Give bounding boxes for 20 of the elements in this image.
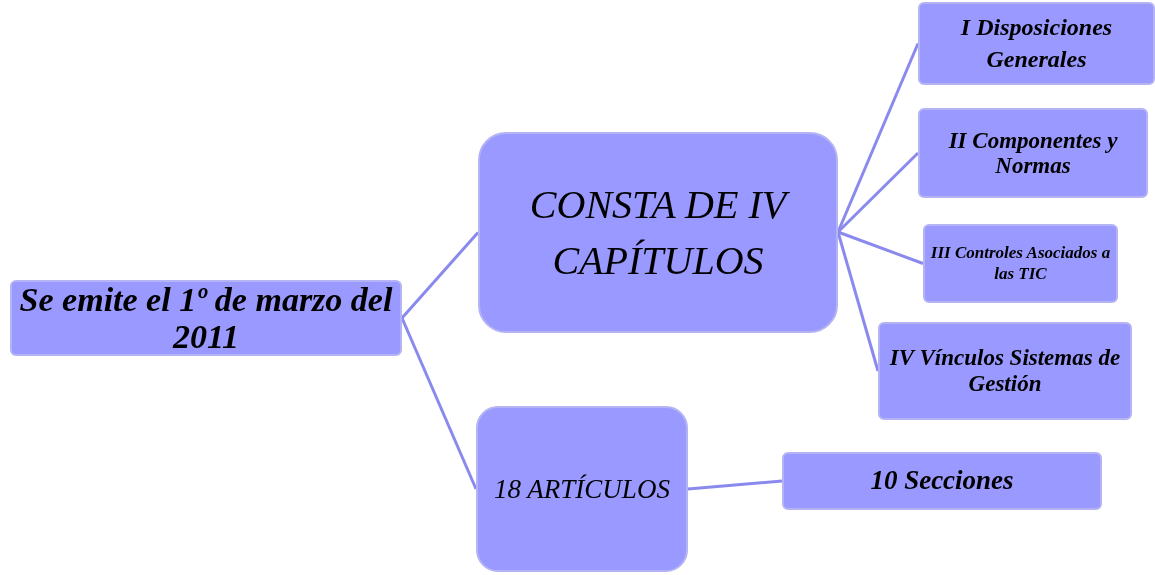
connector-line — [400, 317, 478, 490]
box-text: II Componentes y Normas — [947, 127, 1119, 179]
box-text: III Controles Asociados a las TIC — [929, 243, 1112, 284]
connector-line — [687, 479, 783, 491]
connector-line — [400, 231, 480, 319]
text-box — [918, 108, 1148, 198]
box-text: 18 ARTÍCULOS — [494, 472, 670, 506]
box-text: I Disposiciones Generales — [959, 13, 1114, 74]
text-box — [878, 322, 1132, 420]
text-box — [918, 2, 1155, 85]
text-box — [478, 132, 838, 333]
text-box — [782, 452, 1102, 510]
box-text: IV Vínculos Sistemas de Gestión — [888, 344, 1122, 398]
text-box — [923, 224, 1118, 303]
connector-line — [836, 231, 880, 372]
connector-line — [837, 230, 924, 265]
box-text: Se emite el 1º de marzo del 2011 — [18, 280, 394, 356]
box-text: CONSTA DE IV CAPÍTULOS — [484, 176, 832, 289]
text-box — [476, 406, 688, 572]
box-text: 10 Secciones — [870, 466, 1014, 496]
